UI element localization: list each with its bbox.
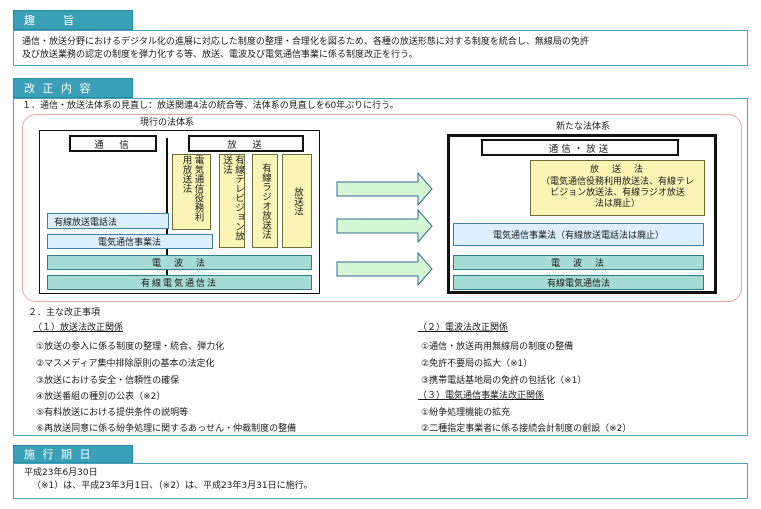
point-1-heading: １．通信・放送法体系の見直し：放送関連4法の統合等、法体系の見直しを60年ぶりに…: [22, 101, 399, 111]
new-hoso-box: 放 送 法 （電気通信役務利用放送法、有線テレ ビジョン放送法、有線ラジオ放送 …: [530, 160, 705, 216]
list-item: ①放送の参入に係る制度の整理・統合、弾力化: [36, 342, 225, 352]
current-divider: [166, 138, 168, 278]
current-law-yusen-radio: 有線ラジオ放送法: [252, 154, 278, 248]
purpose-line-2: 及び放送業務の認定の制度を弾力化する等、放送、電波及び電気通信事業に係る制度改正…: [22, 50, 418, 60]
revision-header: 改 正 内 容: [13, 78, 133, 98]
list-item: ①通信・放送両用無線局の制度の整備: [421, 342, 574, 352]
current-law-hoso: 放送法: [282, 154, 312, 248]
new-denpa: 電 波 法: [453, 255, 704, 270]
list-item: ⑥再放送同意に係る紛争処理に関するあっせん・仲裁制度の整備: [36, 424, 297, 434]
enforcement-header: 施 行 期 日: [13, 445, 133, 463]
new-hoso-note-2: ビジョン放送法、有線ラジオ放送: [550, 188, 685, 198]
enforcement-note: （※1）は、平成23年3月1日、（※2）は、平成23年3月31日に施行。: [32, 481, 313, 491]
new-hoso-title: 放 送 法: [589, 165, 645, 175]
current-denpa: 電 波 法: [47, 255, 312, 270]
current-law-denki-eki: 電気通信役務利用放送法: [172, 154, 211, 230]
list-item: ②二種指定事業者に係る接続会計制度の創設（※2）: [421, 424, 632, 434]
new-system-title: 新たな法体系: [556, 122, 611, 132]
current-yusen-denki: 有線電気通信法: [47, 275, 312, 290]
law-system-frame: [22, 114, 742, 302]
current-system-title: 現行の法体系: [140, 118, 195, 128]
new-denki-jigyo: 電気通信事業法（有線放送電話法は廃止）: [453, 223, 704, 246]
right-group-title-denki-jigyo: （３）電気通信事業法改正関係: [418, 391, 545, 401]
enforcement-box: 平成23年6月30日 （※1）は、平成23年3月1日、（※2）は、平成23年3月…: [13, 463, 748, 499]
purpose-line-1: 通信・放送分野におけるデジタル化の進展に対応した制度の整理・合理化を図るため、各…: [22, 37, 589, 47]
list-item: ③放送における安全・信頼性の確保: [36, 376, 180, 386]
list-item: ①紛争処理機能の拡充: [421, 408, 511, 418]
new-hoso-note-1: （電気通信役務利用放送法、有線テレ: [540, 177, 694, 187]
new-header-label: 通信・放送: [481, 139, 679, 156]
current-tsushin-label: 通 信: [69, 135, 157, 152]
list-item: ②マスメディア集中排除原則の基本の法定化: [36, 359, 215, 369]
left-group-title: （１）放送法改正関係: [33, 323, 124, 333]
arrow-icon: [336, 172, 433, 287]
new-yusen-denki: 有線電気通信法: [453, 275, 704, 290]
point-2-heading: ２．主な改正事項: [28, 308, 101, 318]
purpose-box: 通信・放送分野におけるデジタル化の進展に対応した制度の整理・合理化を図るため、各…: [13, 30, 748, 66]
purpose-header: 趣 旨: [13, 10, 133, 30]
current-hoso-label: 放 送: [188, 135, 304, 152]
right-group-title-denpa: （２）電波法改正関係: [418, 323, 509, 333]
list-item: ③携帯電話基地局の免許の包括化（※1）: [421, 376, 587, 386]
list-item: ④放送番組の種別の公表（※2）: [36, 392, 166, 402]
current-denki-jigyo: 電気通信事業法: [47, 234, 213, 249]
list-item: ②免許不要局の拡大（※1）: [421, 359, 533, 369]
enforcement-date: 平成23年6月30日: [24, 468, 98, 478]
current-law-yusen-tv: 有線テレビジョン放送法: [219, 154, 245, 248]
new-hoso-note-3: 法は廃止）: [594, 199, 640, 209]
current-yusen-denwa: 有線放送電話法: [47, 213, 169, 229]
list-item: ⑤有料放送における提供条件の説明等: [36, 408, 189, 418]
